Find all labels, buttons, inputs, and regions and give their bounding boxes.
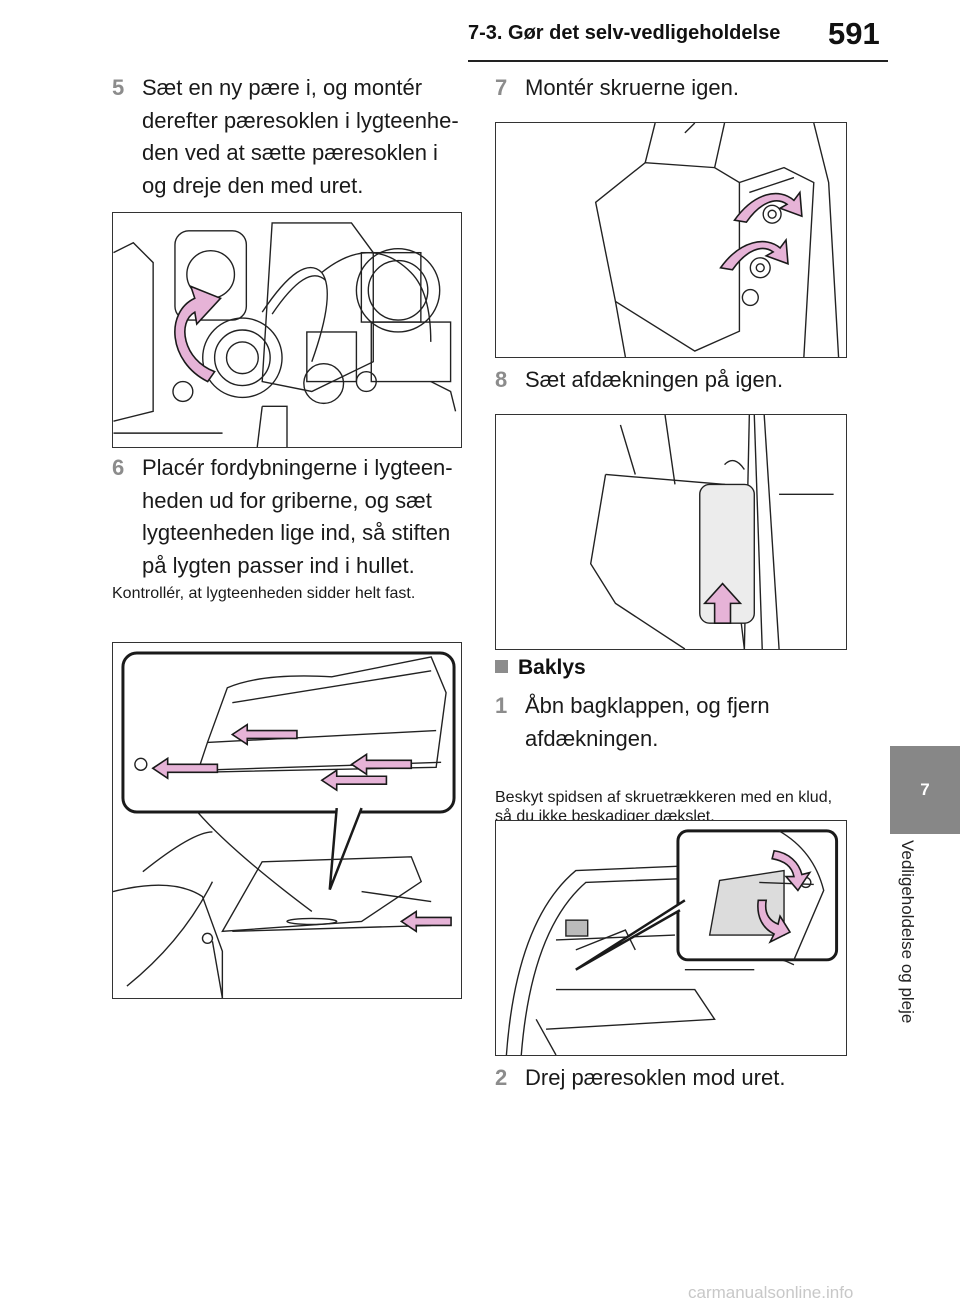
step-6: 6 Placér fordybningerne i lygteen-heden … — [112, 452, 472, 582]
headlamp-socket-figure — [112, 212, 462, 448]
push-arrows — [151, 723, 452, 933]
step-5: 5 Sæt en ny pære i, og montér derefter p… — [112, 72, 467, 202]
step-text: Åbn bagklappen, og fjern afdækningen. — [525, 693, 770, 751]
page-number: 591 — [828, 16, 880, 51]
step-number: 6 — [112, 455, 125, 480]
section-heading: Baklys — [495, 656, 586, 680]
step-text: Sæt afdækningen på igen. — [525, 367, 784, 392]
cover-refit-figure — [495, 414, 847, 650]
watermark[interactable]: carmanualsonline.info — [688, 1283, 854, 1302]
step-number: 7 — [495, 75, 508, 100]
step-7: 7 Montér skruerne igen. — [495, 72, 855, 105]
step-1: 1 Åbn bagklappen, og fjern afdækningen. — [495, 690, 835, 755]
push-up-arrow — [702, 582, 743, 625]
step-text: Montér skruerne igen. — [525, 75, 739, 100]
step-8: 8 Sæt afdækningen på igen. — [495, 364, 855, 397]
chapter-tab[interactable]: 7 — [890, 746, 960, 834]
chapter-label: Vedligeholdelse og pleje — [898, 840, 917, 1024]
pry-arrows — [757, 849, 812, 944]
step-2: 2 Drej pæresoklen mod uret. — [495, 1062, 855, 1095]
step-number: 1 — [495, 693, 508, 718]
step-number: 2 — [495, 1065, 508, 1090]
step-text: Drej pæresoklen mod uret. — [525, 1065, 786, 1090]
header-rule — [468, 60, 888, 62]
step-text: Placér fordybningerne i lygteen-heden ud… — [142, 455, 453, 578]
note: Kontrollér, at lygteenheden sidder helt … — [112, 585, 416, 602]
step-number: 5 — [112, 75, 125, 100]
heading-bullet — [495, 660, 508, 673]
section-title: 7-3. Gør det selv-vedligeholdelse — [468, 22, 781, 44]
screw-arrows — [719, 190, 803, 271]
screws-figure — [495, 122, 847, 358]
step-number: 8 — [495, 367, 508, 392]
tailgate-figure — [495, 820, 847, 1056]
rotate-clockwise-arrow — [174, 285, 222, 383]
lamp-unit-figure — [112, 642, 462, 999]
chapter-number: 7 — [920, 780, 930, 799]
step-text: Sæt en ny pære i, og montér derefter pær… — [142, 75, 459, 198]
